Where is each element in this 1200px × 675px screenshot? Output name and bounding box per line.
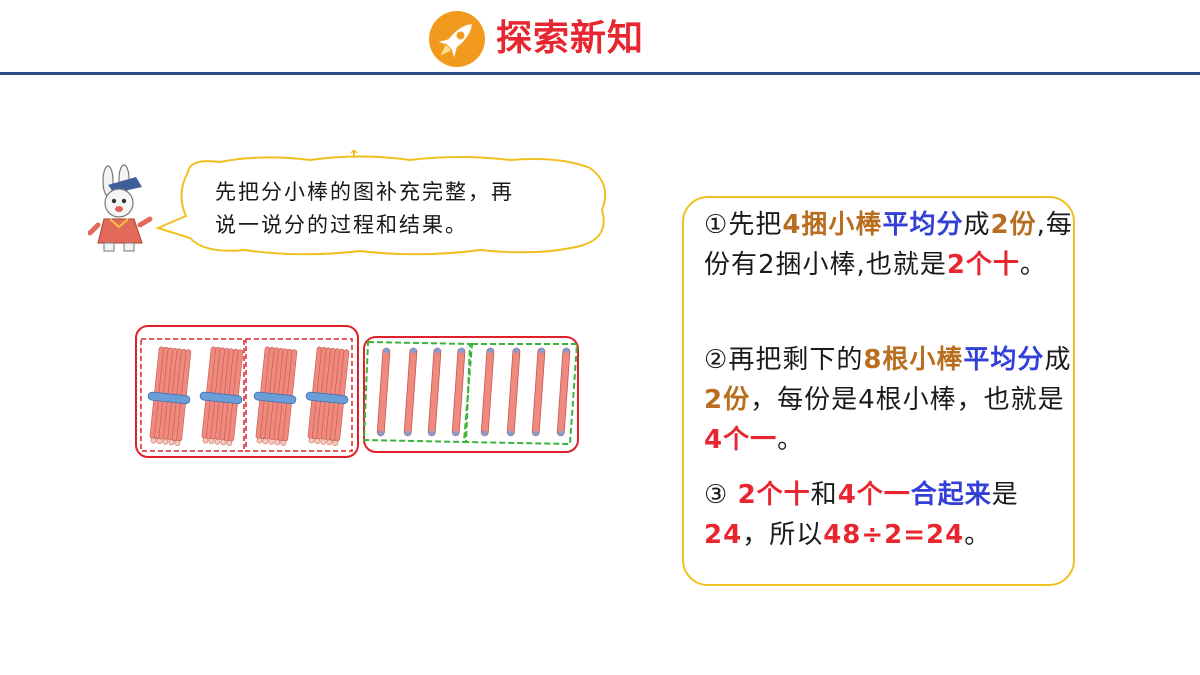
stick-bundle [253, 346, 298, 446]
page-title: 探索新知 [496, 18, 645, 59]
step-text-segment: 。 [964, 520, 992, 550]
step-text-segment: 2份 [990, 210, 1037, 240]
step-text-segment: 合起来 [910, 480, 992, 510]
step-text-segment: 先把 [728, 210, 783, 240]
step-text-segment: 4个一 [704, 425, 778, 455]
bubble-line-2: 说一说分的过程和结果。 [215, 213, 468, 237]
step-text-segment: 4个一 [837, 480, 911, 510]
rabbit-teacher-icon [88, 164, 153, 252]
sticks-diagram [135, 325, 579, 458]
step-text-segment: 也就是 [865, 250, 947, 280]
single-stick [451, 347, 466, 437]
step-text-segment: 2份 [704, 385, 751, 415]
single-stick [480, 347, 495, 437]
step-marker: ① [704, 210, 729, 240]
step-text-segment: 。 [777, 425, 805, 455]
speech-bubble-text: 先把分小棒的图补充完整，再 说一说分的过程和结果。 [215, 176, 595, 242]
stick-bundle [199, 346, 244, 446]
step-text-segment [728, 480, 737, 510]
step-text-segment: 和 [810, 480, 838, 510]
rocket-icon [429, 11, 485, 67]
single-stick [531, 347, 546, 437]
step-text-segment: 2个十 [737, 480, 811, 510]
step-1: ①先把4捆小棒平均分成2份,每份有2捆小棒,也就是2个十。 [704, 205, 1074, 285]
step-text-segment: 是 [991, 480, 1019, 510]
stick-bundle [147, 346, 192, 446]
step-text-segment: 成 [1044, 345, 1072, 375]
stick-bundle [305, 346, 350, 446]
step-text-segment: ，所以 [742, 520, 824, 550]
step-text-segment: 平均分 [882, 210, 964, 240]
single-stick [403, 347, 418, 437]
step-2: ②再把剩下的8根小棒平均分成 2份，每份是4根小棒，也就是 4个一。 [704, 340, 1074, 460]
step-text-segment: 成 [963, 210, 991, 240]
step-text-segment: 48÷2=24 [823, 520, 965, 550]
stick-bundles [147, 346, 350, 446]
step-text-segment: 小棒 [828, 210, 883, 240]
single-stick [376, 347, 391, 437]
step-text-segment: 平均分 [963, 345, 1045, 375]
step-text-segment: 。 [1019, 250, 1047, 280]
single-stick [556, 347, 571, 437]
header-divider [0, 72, 1200, 75]
step-text-segment: ,每份有2捆小棒, [704, 210, 1073, 280]
single-stick [506, 347, 521, 437]
single-sticks [376, 347, 571, 437]
bubble-line-1: 先把分小棒的图补充完整，再 [215, 180, 514, 204]
step-text-segment: ，每份是4根小棒，也就是 [750, 385, 1065, 415]
step-marker: ② [704, 345, 729, 375]
speech-bubble [155, 150, 606, 256]
step-text-segment: 8根小棒 [863, 345, 964, 375]
step-3: ③ 2个十和4个一合起来是 24，所以48÷2=24。 [704, 475, 1074, 555]
step-text-segment: 24 [704, 520, 743, 550]
explanation-box [682, 196, 1075, 586]
step-text-segment: 2个十 [946, 250, 1020, 280]
step-text-segment: 4捆 [782, 210, 829, 240]
step-text-segment: 再把剩下的 [728, 345, 864, 375]
header: 探索新知 [0, 0, 1200, 80]
step-marker: ③ [704, 480, 729, 510]
single-stick [427, 347, 442, 437]
